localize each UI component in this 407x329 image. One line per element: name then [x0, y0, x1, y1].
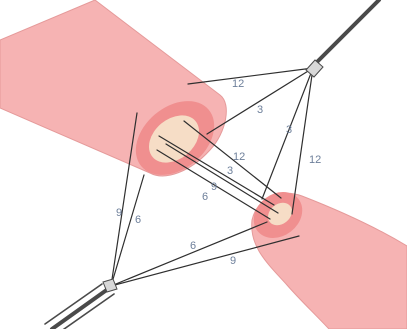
upper-right-needle-holder-tip: [306, 60, 323, 77]
needle-holder-icon: [45, 279, 117, 329]
lower-left-needle-holder-grip-2: [45, 284, 102, 324]
label-lower-6: 6: [190, 240, 196, 252]
lower-left-needle-holder-shaft: [52, 289, 108, 329]
label-right-3: 3: [286, 124, 292, 136]
label-right-12: 12: [309, 154, 321, 166]
label-upper-12: 12: [232, 78, 244, 90]
center-suture-line-2: [166, 144, 278, 213]
label-center-12: 12: [233, 151, 245, 163]
suture-line-right-inner: [292, 68, 313, 214]
label-center-6: 6: [202, 191, 208, 203]
label-center-9: 9: [211, 181, 217, 193]
upper-right-needle-holder-grip-2: [312, 6, 373, 67]
upper-right-needle-holder: [306, 0, 383, 77]
suture-line-top-left: [188, 68, 313, 84]
label-lower-9: 9: [230, 255, 236, 267]
lower-left-needle-holder-grip-1: [57, 294, 114, 329]
lower-left-needle-holder: [45, 279, 117, 329]
suture-line-bottom-upper: [111, 222, 267, 286]
label-upper-3: 3: [257, 104, 263, 116]
suture-line-left-inner: [111, 175, 144, 286]
label-left-6: 6: [135, 214, 141, 226]
label-left-9: 9: [116, 207, 122, 219]
needle-holder-icon: [306, 0, 383, 77]
label-center-3: 3: [227, 165, 233, 177]
